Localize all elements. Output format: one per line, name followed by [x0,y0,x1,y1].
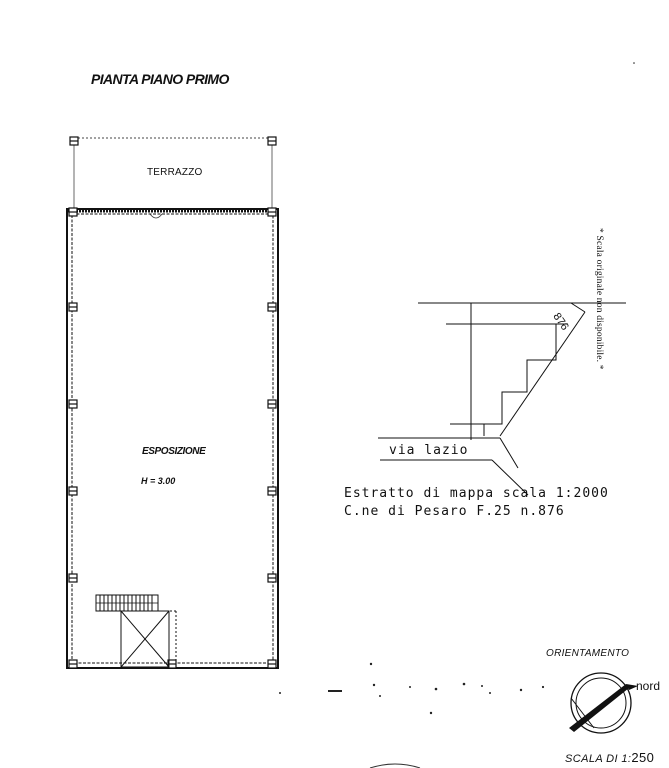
structural-columns [68,136,277,669]
parcel-number: 876 [550,311,570,333]
ceiling-height-label: H = 3.00 [141,476,176,486]
map-extract-reference: C.ne di Pesaro F.25 n.876 [344,504,565,519]
street-label: via lazio [389,443,469,458]
scale-prefix: SCALA DI 1: [565,753,632,765]
orientation-label: ORIENTAMENTO [546,648,630,659]
compass-rose [569,672,638,734]
terrace-outline [73,137,273,208]
scan-noise [279,62,635,715]
scan-arc [369,763,421,768]
room-label: ESPOSIZIONE [142,446,206,457]
cadastral-map [378,302,626,496]
terrace-label: TERRAZZO [147,167,203,178]
plan-title: PIANTA PIANO PRIMO [91,71,229,87]
original-scale-note: * Scala originale non disponibile. * [594,228,604,370]
map-extract-caption: Estratto di mappa scala 1:2000 [344,486,609,501]
floor-plan-walls [66,208,279,669]
door-symbol [149,213,163,219]
north-label: nord [636,679,661,693]
drawing-scale-label: SCALA DI 1:250 [565,751,654,765]
staircase [95,594,177,668]
scale-value: 250 [631,750,655,765]
